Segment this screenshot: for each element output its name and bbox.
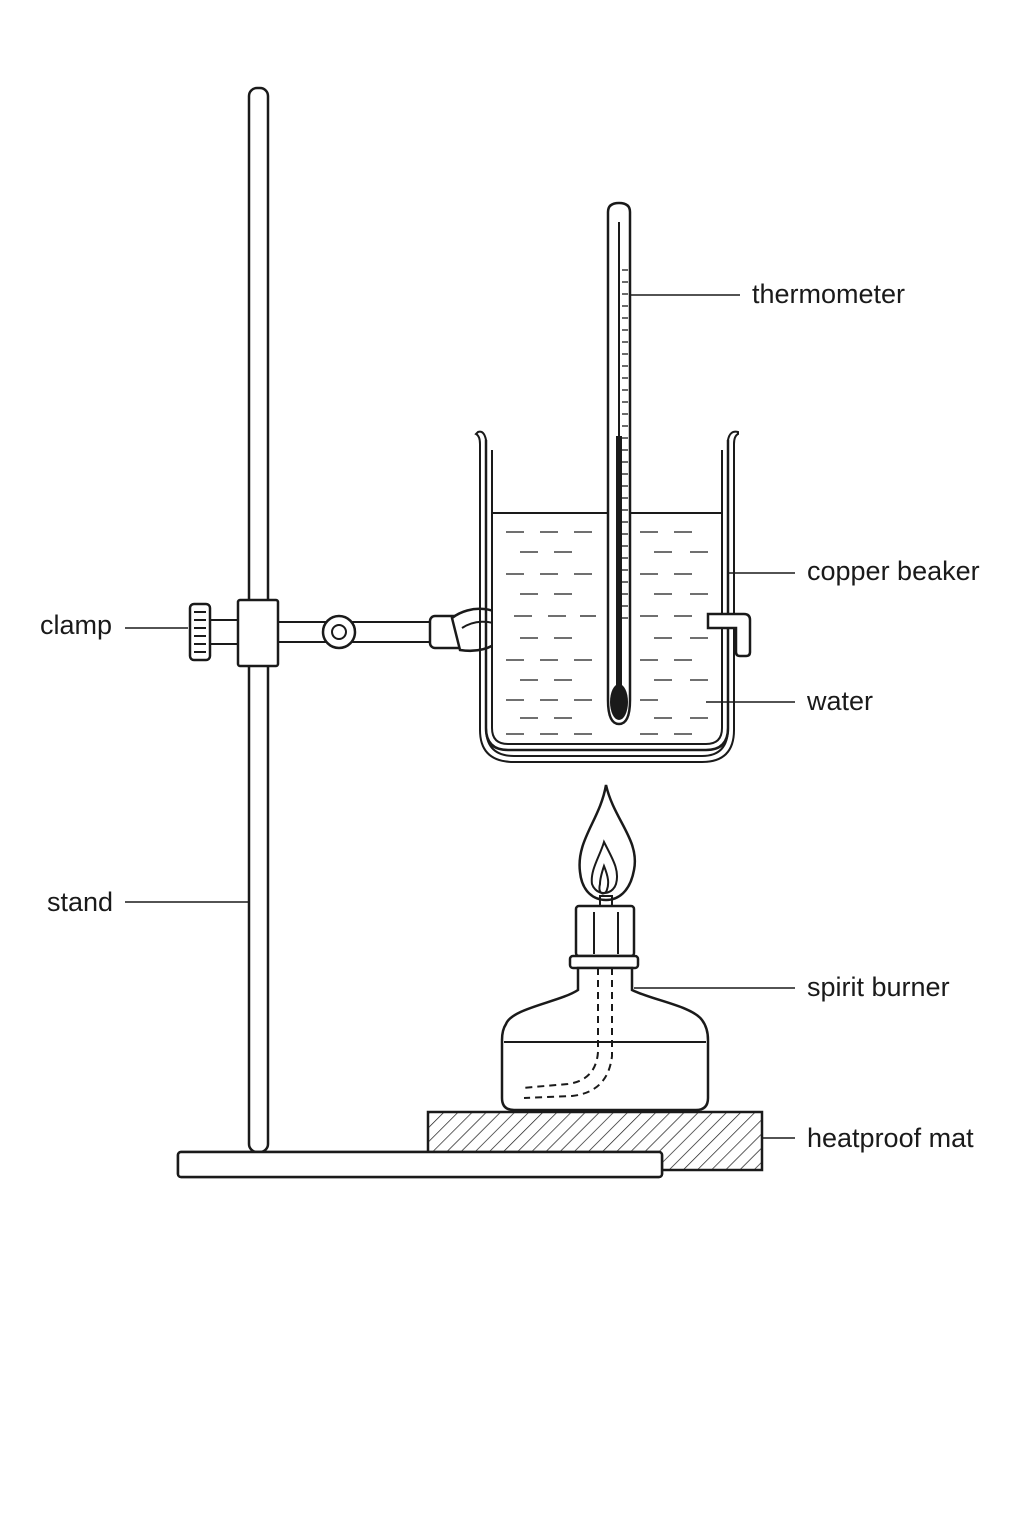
water-dashes [506, 531, 708, 735]
clamp [188, 598, 512, 668]
label-copper-beaker: copper beaker [807, 556, 980, 586]
label-water: water [806, 686, 873, 716]
label-clamp: clamp [40, 610, 112, 640]
thermometer-scale [622, 269, 628, 619]
thermometer [606, 201, 632, 726]
copper-beaker [474, 430, 752, 763]
label-thermometer: thermometer [752, 279, 905, 309]
burner-body [500, 966, 710, 1112]
label-heatproof-mat: heatproof mat [807, 1123, 974, 1153]
beaker-hook [706, 612, 752, 658]
clamp-boss [236, 598, 280, 668]
clamp-arm [277, 621, 439, 643]
clamp-knob [188, 602, 212, 662]
burner-neck [574, 904, 636, 958]
spirit-burner [500, 784, 710, 1112]
thermometer-liquid [616, 436, 622, 686]
label-spirit-burner: spirit burner [807, 972, 950, 1002]
water-body [492, 513, 718, 751]
thermometer-bulb [610, 684, 628, 720]
label-stand: stand [47, 887, 113, 917]
